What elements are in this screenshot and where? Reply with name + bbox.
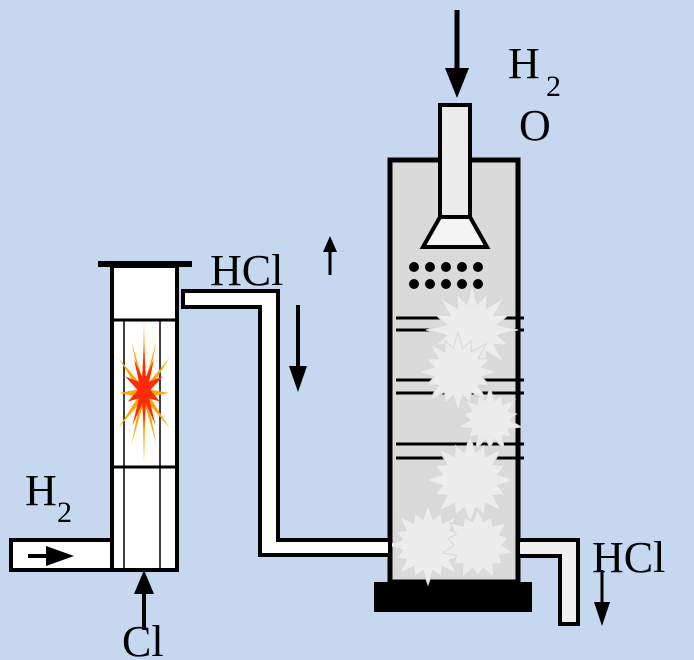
tower-base — [374, 582, 532, 612]
cl-arrow-up-icon — [134, 570, 154, 594]
foam-bursts — [386, 283, 523, 587]
label-h2-left-sub: 2 — [57, 496, 72, 529]
hcl-arrow-down-icon — [289, 366, 307, 392]
hcl-outlet-arrow-down-icon — [594, 602, 610, 626]
hcl-outlet-pipe — [516, 538, 580, 626]
label-h2-top-sub: 2 — [546, 70, 561, 103]
connecting-pipe — [181, 289, 392, 557]
flame-core — [125, 346, 163, 428]
synthesis-furnace — [9, 261, 192, 572]
water-inlet-pipe — [438, 103, 472, 219]
spray-holes — [409, 262, 483, 289]
label-o-top: O — [519, 101, 551, 150]
flow-arrows — [28, 10, 610, 630]
label-hcl-mid: HCl — [210, 246, 283, 295]
absorption-tower — [374, 103, 580, 626]
spray-nozzle — [419, 215, 491, 249]
label-h2-top: H — [508, 39, 540, 88]
label-cl-bottom: Cl — [122, 617, 164, 660]
water-arrow-down-icon — [445, 68, 469, 98]
h2-arrow-right-icon — [46, 546, 74, 566]
labels: H 2 O HCl H 2 Cl HCl — [25, 39, 665, 660]
label-hcl-right: HCl — [592, 533, 665, 582]
hcl-arrow-up-icon — [323, 236, 337, 252]
label-h2-left: H — [25, 466, 57, 515]
